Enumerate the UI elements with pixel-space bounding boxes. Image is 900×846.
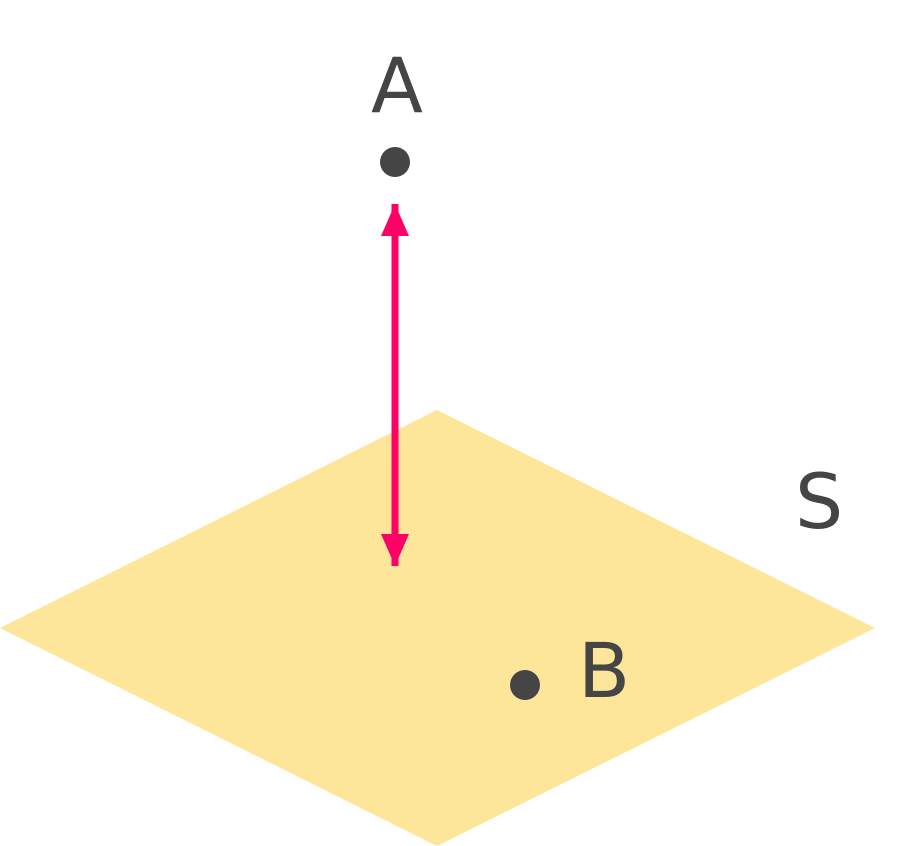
point-b — [510, 670, 540, 700]
label-b: B — [578, 626, 630, 715]
plane-s — [0, 410, 875, 846]
point-a — [380, 147, 410, 177]
arrowhead-top — [381, 204, 409, 236]
label-a: A — [371, 41, 423, 130]
label-s: S — [795, 457, 843, 546]
arrowhead-bottom — [381, 534, 409, 566]
